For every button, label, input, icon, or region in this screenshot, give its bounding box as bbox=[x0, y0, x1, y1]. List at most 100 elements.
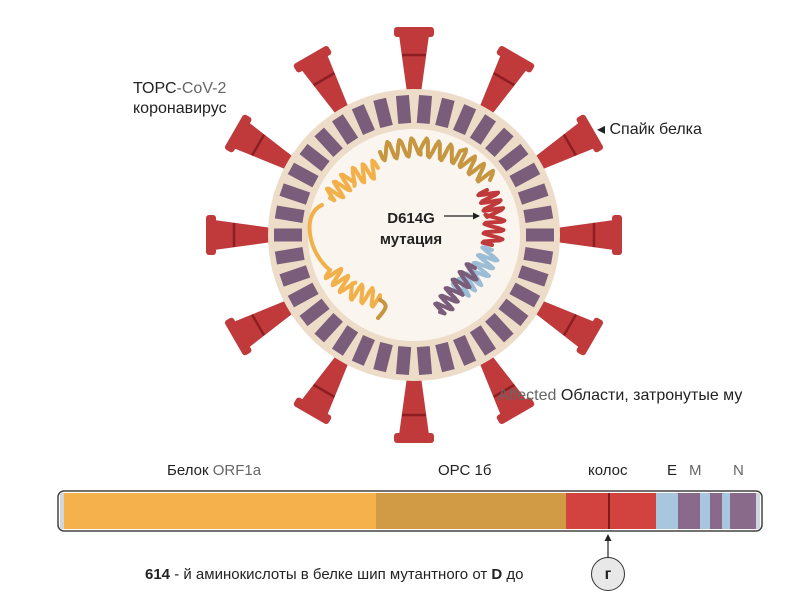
rna-segment bbox=[323, 266, 382, 309]
spike-protein bbox=[476, 348, 535, 425]
label-orf1a: Белок ORF1a bbox=[167, 462, 261, 479]
membrane-protein bbox=[523, 205, 554, 223]
membrane-protein bbox=[274, 205, 305, 223]
spike-band bbox=[251, 133, 266, 157]
spike-cap bbox=[394, 27, 434, 37]
spike-stalk bbox=[476, 54, 527, 122]
genome-bar bbox=[57, 490, 763, 557]
membrane-block bbox=[299, 143, 330, 172]
membrane-block bbox=[526, 228, 554, 242]
membrane-protein bbox=[395, 94, 412, 124]
spike-cap bbox=[224, 317, 252, 356]
membrane-block bbox=[274, 205, 305, 223]
spike-band bbox=[312, 72, 336, 87]
spike-stalk bbox=[214, 220, 279, 250]
spike-protein bbox=[293, 348, 352, 425]
membrane-protein bbox=[373, 341, 393, 373]
spike-stalk bbox=[233, 297, 301, 348]
spike-stalk bbox=[301, 348, 352, 416]
footnote-text: - й аминокислоты в белке шип мутантного … bbox=[170, 566, 492, 583]
membrane-block bbox=[274, 228, 302, 242]
spike-protein bbox=[224, 297, 301, 356]
membrane-block bbox=[509, 162, 541, 188]
membrane-protein bbox=[299, 143, 330, 172]
spike-protein bbox=[527, 114, 604, 173]
membrane-block bbox=[351, 334, 375, 366]
membrane-block bbox=[314, 312, 343, 343]
membrane-block bbox=[523, 247, 554, 265]
mutation-pointer-head bbox=[604, 534, 612, 541]
membrane-protein bbox=[523, 247, 554, 265]
virus-name-line2: коронавирус bbox=[133, 100, 227, 117]
spike-cap bbox=[612, 215, 622, 255]
membrane-protein bbox=[314, 127, 343, 158]
segment-orf1b bbox=[376, 493, 566, 529]
membrane-block bbox=[351, 104, 375, 136]
mutation-arrow-head bbox=[473, 212, 480, 220]
spike-stalk bbox=[476, 348, 527, 416]
spike-cap bbox=[576, 317, 604, 356]
label-e: E bbox=[667, 462, 678, 479]
spike-stalk bbox=[233, 122, 301, 173]
label-orf1a-en: ORF1a bbox=[212, 462, 262, 479]
label-orf1b: ОРС 1б bbox=[438, 462, 492, 479]
membrane-protein bbox=[351, 334, 375, 366]
membrane-block bbox=[485, 312, 514, 343]
membrane-protein bbox=[526, 228, 554, 242]
segment-m-1 bbox=[678, 493, 700, 529]
membrane-protein bbox=[498, 298, 529, 327]
spike-band bbox=[312, 383, 336, 398]
spike-protein bbox=[549, 215, 622, 255]
spike-stalk bbox=[301, 54, 352, 122]
spike-cap bbox=[293, 397, 332, 425]
spike-protein bbox=[527, 297, 604, 356]
footnote-from: D bbox=[491, 566, 503, 583]
segment-m-4 bbox=[722, 493, 730, 529]
membrane-protein bbox=[331, 325, 359, 356]
spike-cap bbox=[224, 114, 252, 153]
membrane-proteins bbox=[274, 94, 554, 376]
rna-segment bbox=[433, 262, 479, 316]
membrane-protein bbox=[314, 312, 343, 343]
membrane-protein bbox=[509, 162, 541, 188]
spike-stalk bbox=[527, 122, 595, 173]
membrane-protein bbox=[509, 282, 541, 308]
membrane-block bbox=[517, 183, 549, 205]
spike-protein bbox=[293, 45, 352, 122]
membrane-block bbox=[498, 298, 529, 327]
segment-end bbox=[756, 493, 760, 529]
membrane-block bbox=[395, 346, 412, 376]
virus-name-line1: ТОРС-CoV-2 bbox=[133, 79, 226, 99]
membrane-protein bbox=[485, 312, 514, 343]
rna-segment bbox=[476, 188, 507, 247]
rna-segment bbox=[324, 158, 380, 203]
membrane-block bbox=[279, 265, 311, 287]
rna-connector bbox=[307, 203, 332, 272]
membrane-block bbox=[453, 334, 477, 366]
spike-cap bbox=[206, 215, 216, 255]
membrane-protein bbox=[373, 97, 393, 129]
membrane-protein bbox=[453, 104, 477, 136]
virus-name-ru: ТОРС bbox=[133, 80, 177, 97]
spike-label: ◂ Спайк белка bbox=[597, 121, 702, 138]
rna-strand bbox=[307, 136, 507, 320]
membrane-block bbox=[416, 346, 433, 376]
membrane-protein bbox=[416, 346, 433, 376]
membrane-protein bbox=[435, 341, 455, 373]
label-m: M bbox=[689, 462, 702, 479]
membrane-protein bbox=[279, 265, 311, 287]
spike-cap bbox=[394, 433, 434, 443]
spike-stalk bbox=[399, 370, 429, 435]
membrane-block bbox=[373, 97, 393, 129]
segment-m-3 bbox=[710, 493, 722, 529]
spike-proteins bbox=[206, 27, 622, 443]
label-orf1a-ru: Белок bbox=[167, 462, 213, 479]
spike-band bbox=[492, 383, 516, 398]
segment-spike bbox=[566, 493, 656, 529]
mutation-label-line1: D614G bbox=[387, 210, 435, 227]
affected-label: Affected Области, затронутые му bbox=[498, 386, 742, 406]
spike-band bbox=[492, 72, 516, 87]
membrane-block bbox=[274, 247, 305, 265]
spike-cap bbox=[496, 45, 535, 73]
membrane-protein bbox=[287, 162, 319, 188]
